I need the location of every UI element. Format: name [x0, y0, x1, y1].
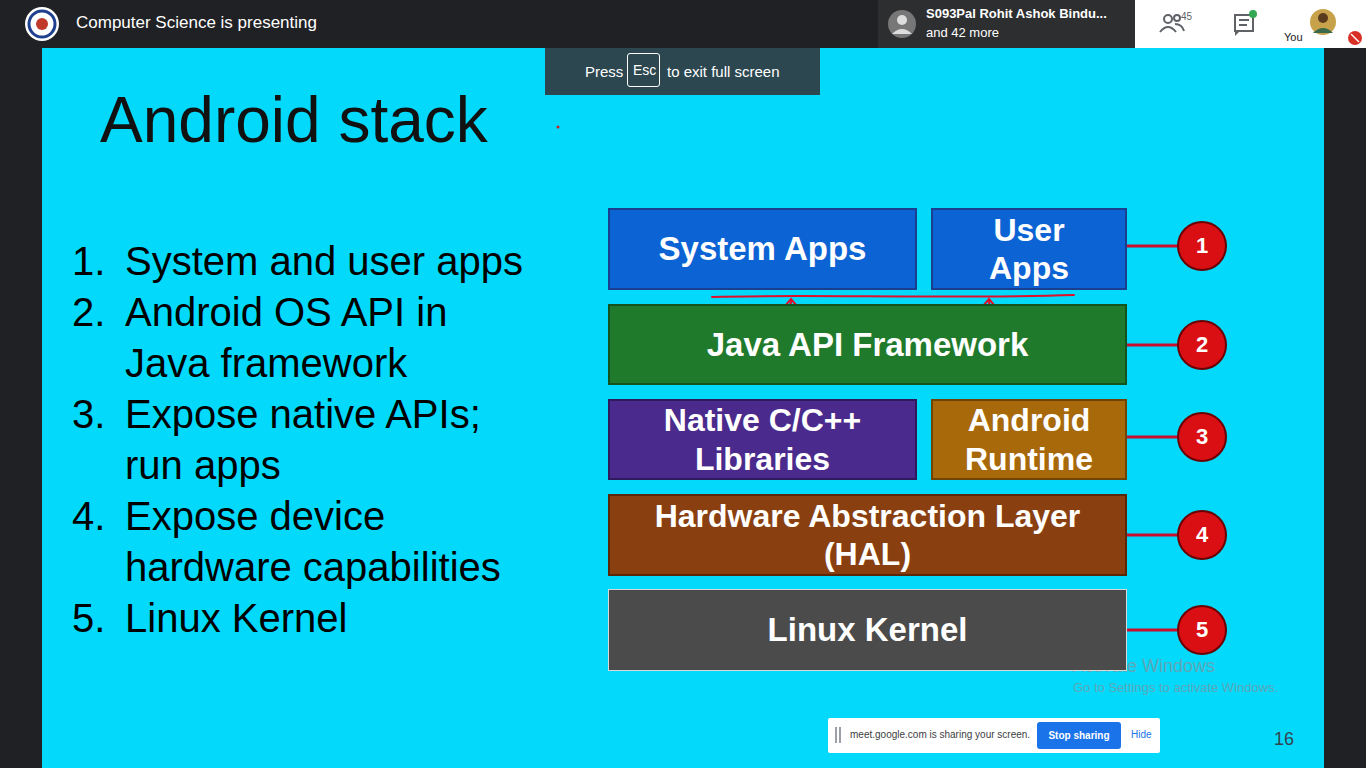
list-number: 5. — [72, 593, 105, 644]
list-item: System and user apps — [125, 236, 595, 287]
slide-title: Android stack — [100, 88, 488, 152]
leader-line — [1127, 534, 1178, 537]
participant-count-note: and 42 more — [926, 25, 999, 41]
box-text: Linux Kernel — [768, 610, 968, 650]
list-number: 4. — [72, 491, 105, 542]
box-text: Hardware Abstraction Layer (HAL) — [614, 497, 1121, 574]
callout-disc — [1178, 511, 1226, 559]
box-text: Esc — [633, 62, 654, 79]
leader-line — [1127, 245, 1178, 248]
list-item: Android OS API in Java framework — [125, 287, 540, 389]
fullscreen-hint-bar: Press to exit full screen Esc — [545, 48, 820, 95]
leader-line — [1127, 436, 1178, 439]
slide-ground — [42, 48, 1324, 768]
callout-text: 2 — [1196, 334, 1208, 356]
box-text: User Apps — [954, 211, 1104, 288]
callout-number: 5 — [1176, 604, 1228, 656]
bar-link: Hide — [1131, 729, 1152, 741]
bar-link: to exit full screen — [667, 63, 780, 81]
bar-text: meet.google.com is sharing your screen. — [850, 729, 1030, 741]
layer-box: Java API Framework — [608, 304, 1127, 385]
pointer-dot — [557, 126, 560, 129]
callout-text: 1 — [1196, 235, 1208, 257]
box-text: Native C/C++ Libraries — [614, 401, 911, 478]
callout-disc — [1178, 321, 1226, 369]
toolbar-panel — [1135, 0, 1366, 48]
layer-box: Native C/C++ Libraries — [608, 399, 917, 480]
callout-disc — [1178, 606, 1226, 654]
drag-grip — [834, 727, 844, 745]
layer-box: System Apps — [608, 208, 917, 290]
keyboard-key: Esc — [627, 53, 660, 87]
share-notice-bar: meet.google.com is sharing your screen. H… — [828, 718, 1160, 753]
callout-text: 5 — [1196, 619, 1208, 641]
list-number: 3. — [72, 389, 105, 440]
layer-box: Linux Kernel — [608, 589, 1127, 671]
bar-text: Press — [585, 63, 623, 81]
box-text: Android Runtime — [937, 401, 1121, 478]
layer-box: Hardware Abstraction Layer (HAL) — [608, 494, 1127, 576]
people-icon — [1160, 15, 1184, 32]
presenter-status: Computer Science is presenting — [76, 13, 317, 33]
list-item: Expose native APIs; run apps — [125, 389, 540, 491]
box-text: Java API Framework — [707, 325, 1029, 365]
chat-icon — [1235, 10, 1257, 36]
participant-name: S093Pal Rohit Ashok Bindu... — [926, 6, 1107, 22]
callout-disc — [1178, 222, 1226, 270]
participant-avatar — [888, 10, 916, 38]
college-logo — [25, 7, 59, 41]
list-number: 2. — [72, 287, 105, 338]
top-bar — [0, 0, 1366, 48]
leader-line — [1127, 629, 1178, 632]
user-avatar — [1310, 9, 1362, 45]
participant-chip — [878, 0, 1135, 48]
callout-text: 3 — [1196, 426, 1208, 448]
watermark: Go to Settings to activate Windows. — [1073, 680, 1278, 696]
page-number: 16 — [1274, 729, 1294, 751]
list-item: Linux Kernel — [125, 593, 595, 644]
list-number: 1. — [72, 236, 105, 287]
box-text: Stop sharing — [1048, 730, 1109, 742]
layer-box: Android Runtime — [931, 399, 1127, 480]
callout-number: 2 — [1176, 319, 1228, 371]
callout-disc — [1178, 413, 1226, 461]
people-count: 45 — [1181, 11, 1192, 23]
list-item: Expose device hardware capabilities — [125, 491, 540, 593]
callout-number: 3 — [1176, 411, 1228, 463]
self-label: You — [1284, 31, 1303, 44]
leader-line — [1127, 344, 1178, 347]
callout-text: 4 — [1196, 524, 1208, 546]
callout-number: 1 — [1176, 220, 1228, 272]
stop-sharing-button: Stop sharing — [1037, 722, 1121, 749]
layer-box: User Apps — [931, 208, 1127, 290]
box-text: System Apps — [659, 229, 867, 269]
callout-number: 4 — [1176, 509, 1228, 561]
